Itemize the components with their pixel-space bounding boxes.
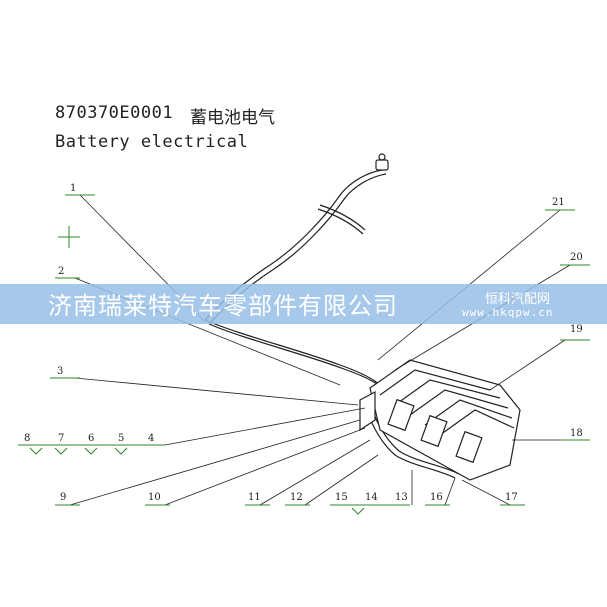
callout-7: 7 bbox=[58, 433, 64, 444]
callout-17: 17 bbox=[505, 492, 518, 503]
callout-10: 10 bbox=[148, 492, 161, 503]
title-english: Battery electrical bbox=[55, 132, 249, 152]
callout-4: 4 bbox=[148, 433, 154, 444]
callout-12: 12 bbox=[290, 492, 303, 503]
callout-20: 20 bbox=[570, 252, 583, 263]
callout-18: 18 bbox=[570, 428, 583, 439]
callout-8: 8 bbox=[24, 433, 30, 444]
callout-1: 1 bbox=[70, 183, 76, 194]
callout-16: 16 bbox=[430, 492, 443, 503]
watermark-url: www.hkqpw.cn bbox=[462, 306, 554, 319]
callout-2: 2 bbox=[58, 266, 64, 277]
watermark-company: 济南瑞莱特汽车零部件有限公司 bbox=[48, 292, 398, 320]
watermark-banner bbox=[0, 284, 607, 324]
callout-15: 15 bbox=[335, 492, 348, 503]
harness-connector bbox=[375, 153, 389, 171]
callout-6: 6 bbox=[88, 433, 94, 444]
callout-5: 5 bbox=[118, 433, 124, 444]
callout-13: 13 bbox=[395, 492, 408, 503]
callout-11: 11 bbox=[248, 492, 261, 503]
title-chinese: 蓄电池电气 bbox=[190, 108, 275, 128]
callout-underlines bbox=[18, 194, 590, 515]
callout-14: 14 bbox=[365, 492, 378, 503]
callout-21: 21 bbox=[552, 197, 565, 208]
part-code: 870370E0001 bbox=[55, 103, 174, 123]
callout-19: 19 bbox=[570, 324, 583, 335]
callout-9: 9 bbox=[60, 492, 66, 503]
callout-3: 3 bbox=[57, 366, 63, 377]
watermark-brand: 恒科汽配网 bbox=[485, 292, 551, 307]
battery-box bbox=[359, 359, 521, 481]
crosshair-mark bbox=[58, 226, 80, 248]
callout-numbers: 1 2 3 4 5 6 7 8 9 10 11 12 13 14 15 16 1… bbox=[24, 183, 583, 503]
